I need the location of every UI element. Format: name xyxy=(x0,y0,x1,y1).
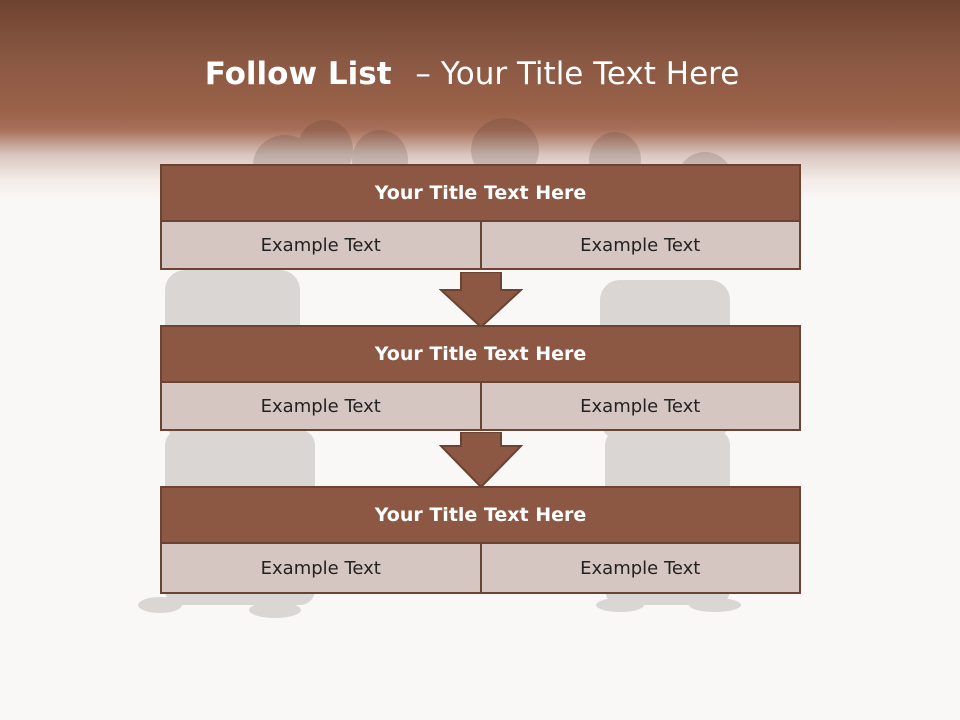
step-cell-left: Example Text xyxy=(162,383,480,429)
step-box-2: Your Title Text Here Example Text Exampl… xyxy=(160,325,801,431)
slide-title-rest: Your Title Text Here xyxy=(440,56,740,92)
step-row: Example Text Example Text xyxy=(162,222,799,268)
step-cell-right: Example Text xyxy=(479,383,799,429)
slide-title-dash: – xyxy=(415,56,431,92)
step-row: Example Text Example Text xyxy=(162,383,799,429)
step-box-1: Your Title Text Here Example Text Exampl… xyxy=(160,164,801,270)
slide-title: Follow List –Your Title Text Here xyxy=(0,56,944,92)
step-cell-left: Example Text xyxy=(162,222,480,268)
step-cell-right: Example Text xyxy=(479,222,799,268)
step-title: Your Title Text Here xyxy=(162,488,799,544)
step-title: Your Title Text Here xyxy=(162,166,799,222)
down-arrow-icon xyxy=(439,272,523,328)
step-row: Example Text Example Text xyxy=(162,544,799,592)
step-title: Your Title Text Here xyxy=(162,327,799,383)
step-cell-right: Example Text xyxy=(479,544,799,592)
down-arrow-icon xyxy=(439,432,523,488)
step-box-3: Your Title Text Here Example Text Exampl… xyxy=(160,486,801,594)
step-cell-left: Example Text xyxy=(162,544,480,592)
slide-title-bold: Follow List xyxy=(204,56,392,92)
